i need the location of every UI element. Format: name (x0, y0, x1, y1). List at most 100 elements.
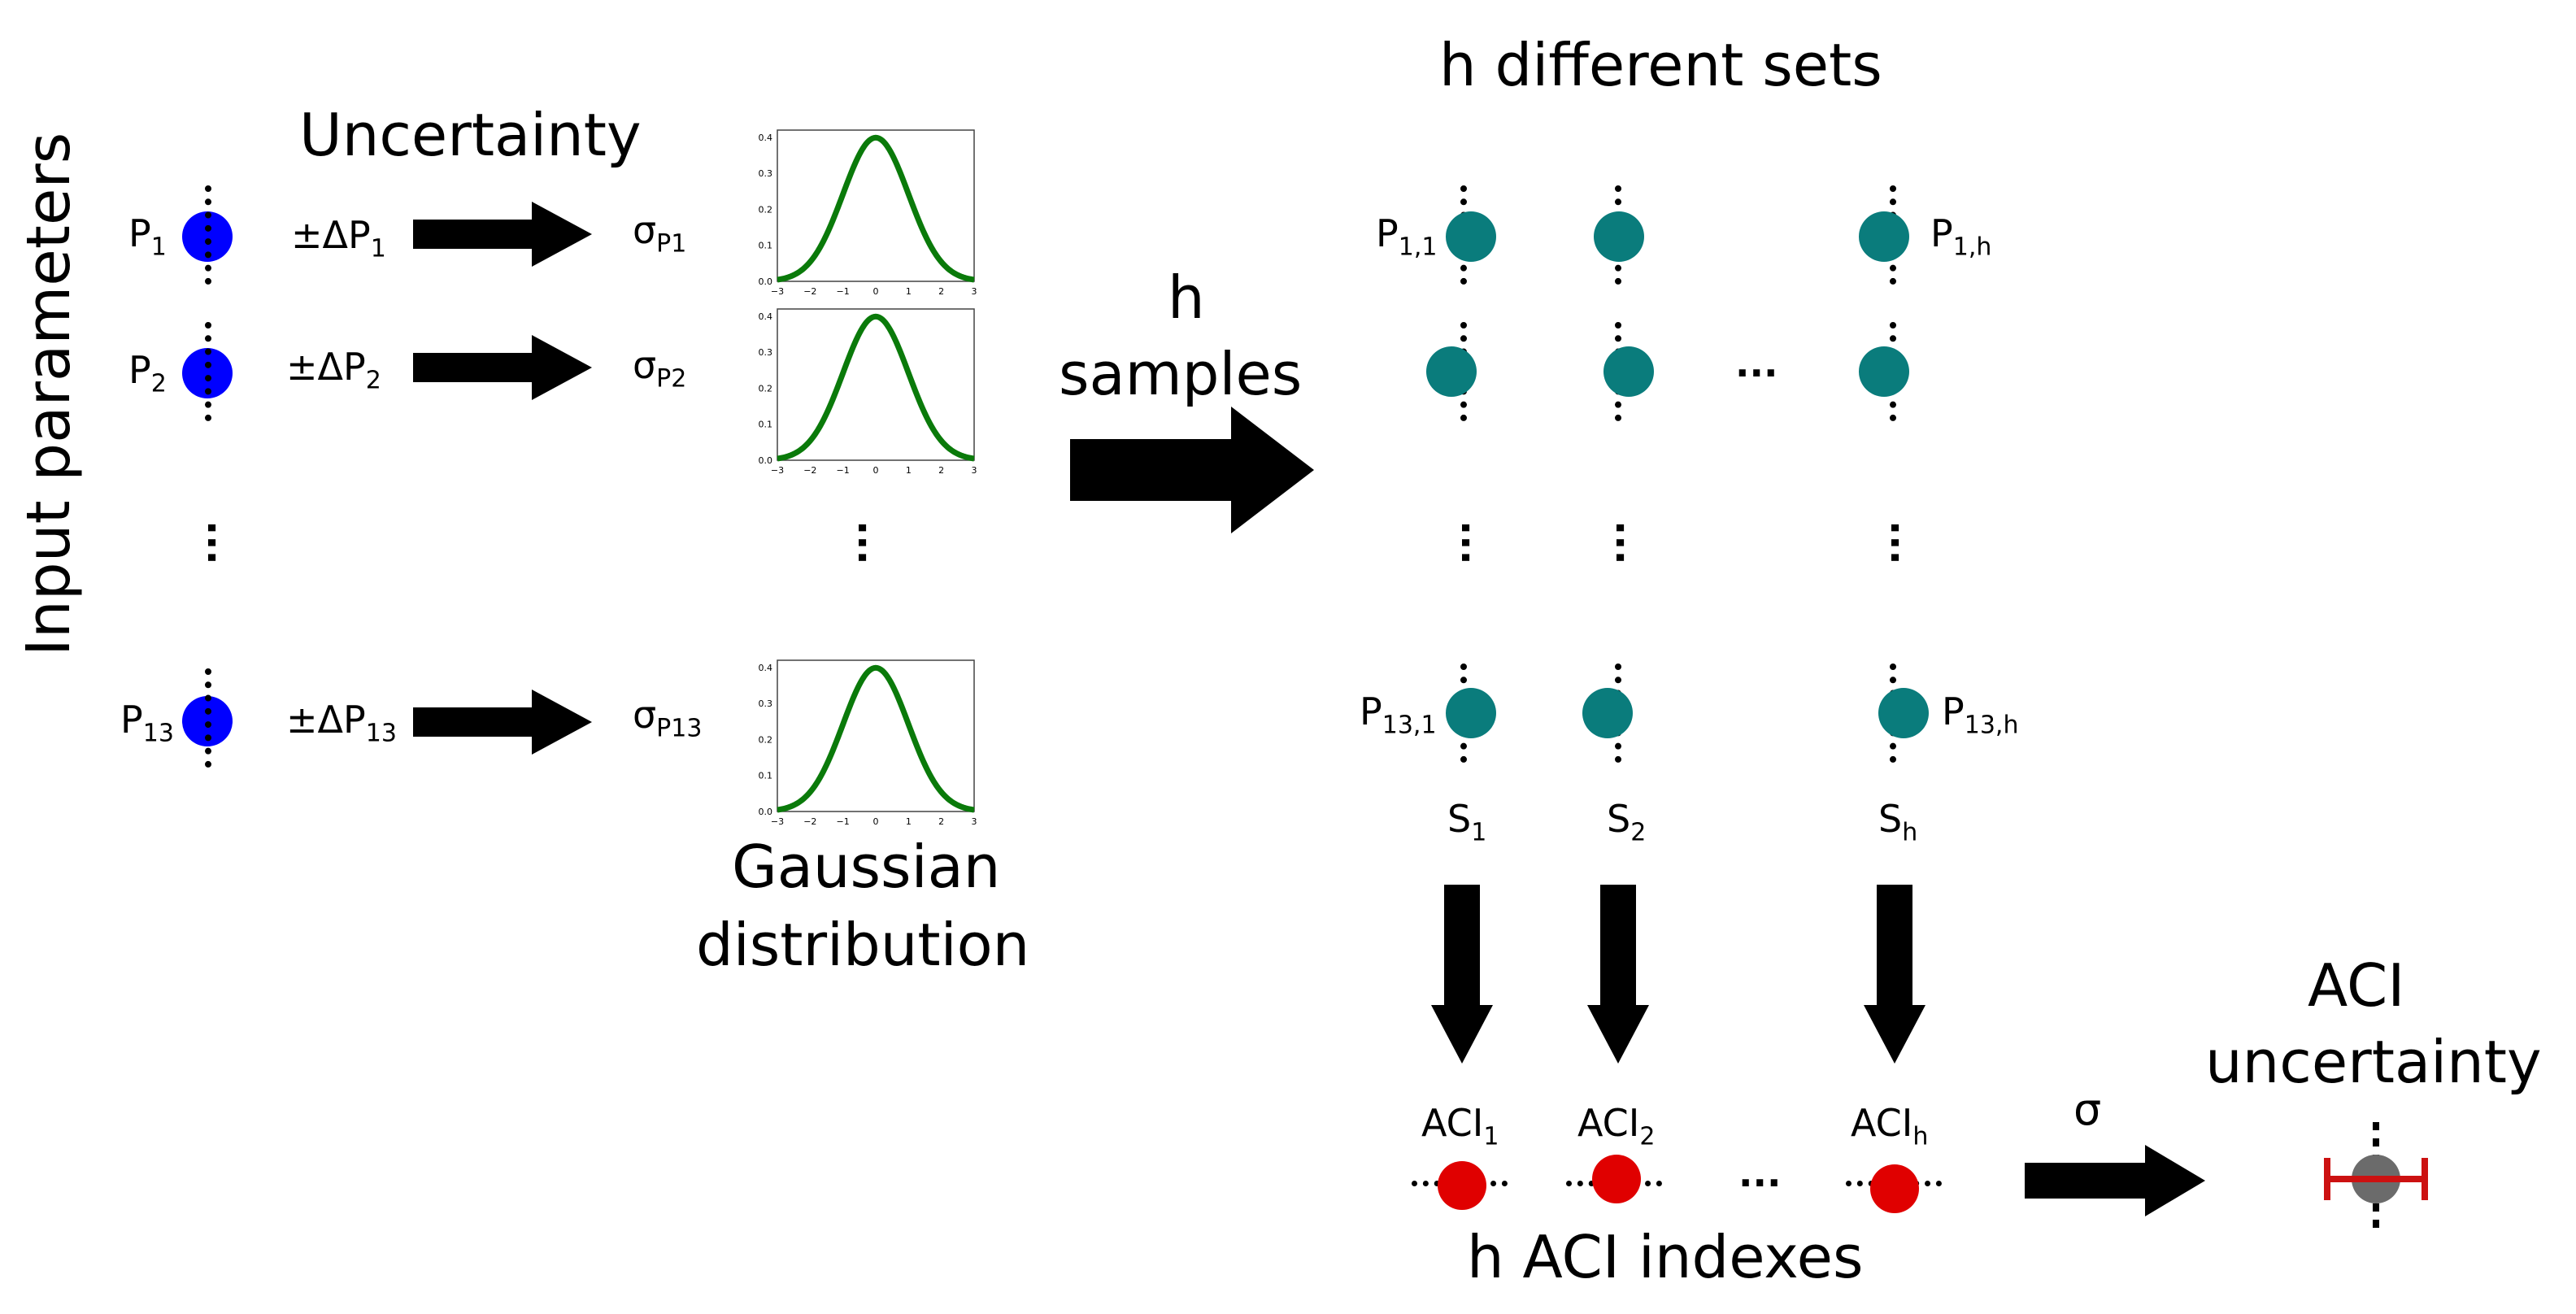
plot-frame (777, 659, 975, 812)
down-arrow-sh (1864, 885, 1925, 1064)
x-tick-label: 3 (972, 286, 977, 297)
x-tick-label: 1 (906, 465, 912, 476)
set2-dot-p1 (1594, 211, 1644, 262)
x-tick-label: 2 (938, 286, 944, 297)
h-samples-line2: samples (1059, 340, 1303, 408)
y-tick-label: 0.1 (759, 771, 773, 781)
p1h-label: P1,h (1930, 211, 1992, 262)
x-tick-label: 0 (873, 286, 879, 297)
y-tick-label: 0.2 (759, 204, 773, 215)
x-tick-label: 1 (906, 816, 912, 827)
set1-dot-p13 (1446, 688, 1496, 738)
x-tick-label: −2 (803, 465, 816, 476)
set1-dot-p2 (1426, 346, 1477, 397)
delta-label-p1: ±ΔP1 (291, 213, 386, 263)
h-samples-line1: h (1168, 263, 1205, 332)
y-tick-label: 0.0 (759, 276, 773, 287)
set1-dot-p1 (1446, 211, 1496, 262)
gaussian-curve (777, 313, 975, 462)
y-tick-label: 0.0 (759, 455, 773, 466)
x-tick-label: −1 (837, 816, 850, 827)
x-tick-label: 1 (906, 286, 912, 297)
sigma-arrow (2025, 1145, 2205, 1216)
params-ellipsis: ... (198, 520, 244, 565)
x-tick-label: 3 (972, 465, 977, 476)
aci-label-1: ACI1 (1421, 1101, 1499, 1151)
y-tick-label: 0.0 (759, 807, 773, 817)
y-tick-label: 0.2 (759, 383, 773, 394)
seth-dot-p2 (1859, 346, 1909, 397)
y-tick-label: 0.2 (759, 734, 773, 745)
seth-dot-p1 (1859, 211, 1909, 262)
sigma-label-p1: σP1 (633, 208, 687, 259)
input-axis-p2 (205, 322, 218, 421)
x-tick-label: 0 (873, 465, 879, 476)
uncertainty-title: Uncertainty (299, 101, 642, 169)
aci-dot-1 (1438, 1161, 1486, 1210)
gaussian-title-line1: Gaussian (732, 833, 1001, 901)
x-tick-label: 2 (938, 816, 944, 827)
x-tick-label: −3 (771, 465, 784, 476)
aci-dot-2 (1592, 1155, 1641, 1203)
set2-dot-p13 (1582, 688, 1633, 738)
plot-frame (777, 129, 975, 282)
input-parameters-label: Input parameters (14, 132, 84, 656)
set-name-sh: Sh (1878, 797, 1918, 847)
aci-uncertainty-line1: ACI (2308, 951, 2405, 1020)
aci-dot-h (1870, 1164, 1919, 1213)
aci-indexes-title: h ACI indexes (1467, 1223, 1864, 1291)
set2-ellipsis: ... (1607, 520, 1652, 565)
y-tick-label: 0.3 (759, 168, 773, 179)
delta-label-p2: ±ΔP2 (286, 345, 381, 395)
arrow-p2 (413, 335, 592, 400)
input-axis-p13 (205, 668, 218, 768)
gaussian-ellipsis: ... (849, 520, 894, 565)
sets-row-ellipsis: ... (1735, 342, 1778, 385)
big-arrow (1070, 407, 1314, 533)
input-axis-p1 (205, 185, 218, 285)
gaussian-plot-p1: 0.4 0.3 0.2 0.1 0.0−3 −2 −1 0 1 2 3 (759, 129, 977, 297)
arrow-p1 (413, 202, 592, 267)
set-name-s1: S1 (1447, 797, 1487, 847)
y-tick-label: 0.4 (759, 663, 773, 673)
sigma-label-p13: σP13 (633, 693, 703, 743)
x-tick-label: −2 (803, 286, 816, 297)
arrow-p13 (413, 690, 592, 755)
aci-uncertainty-line2: uncertainty (2205, 1028, 2542, 1096)
aci-uncertainty-marker (2324, 1122, 2428, 1236)
set1-ellipsis: ... (1452, 520, 1498, 565)
x-tick-label: −3 (771, 816, 784, 827)
x-tick-label: 3 (972, 816, 977, 827)
p11-label: P1,1 (1376, 211, 1438, 262)
y-tick-label: 0.4 (759, 133, 773, 143)
aci-label-h: ACIh (1851, 1101, 1929, 1151)
x-tick-label: −3 (771, 286, 784, 297)
set2-dot-p2 (1603, 346, 1654, 397)
x-tick-label: −1 (837, 465, 850, 476)
y-tick-label: 0.1 (759, 420, 773, 430)
gaussian-curve (777, 664, 975, 813)
sigma-label-p2: σP2 (633, 343, 687, 394)
delta-label-p13: ±ΔP13 (286, 698, 397, 748)
param-label-p1: P1 (128, 211, 167, 262)
sets-title: h different sets (1439, 31, 1882, 99)
param-label-p2: P2 (128, 348, 167, 398)
y-tick-label: 0.1 (759, 241, 773, 251)
x-tick-label: 2 (938, 465, 944, 476)
x-tick-label: −2 (803, 816, 816, 827)
seth-dot-p13 (1878, 688, 1929, 738)
x-tick-label: 0 (873, 816, 879, 827)
y-tick-label: 0.3 (759, 698, 773, 709)
down-arrow-s1 (1431, 885, 1493, 1064)
y-tick-label: 0.4 (759, 311, 773, 322)
aci-row-ellipsis: ... (1738, 1151, 1782, 1195)
param-label-p13: P13 (120, 698, 174, 748)
down-arrow-s2 (1587, 885, 1649, 1064)
x-tick-label: −1 (837, 286, 850, 297)
plot-frame (777, 308, 975, 461)
p131-label: P13,1 (1360, 690, 1437, 740)
seth-ellipsis: ... (1882, 520, 1927, 565)
set-name-s2: S2 (1607, 797, 1647, 847)
p13h-label: P13,h (1942, 690, 2019, 740)
